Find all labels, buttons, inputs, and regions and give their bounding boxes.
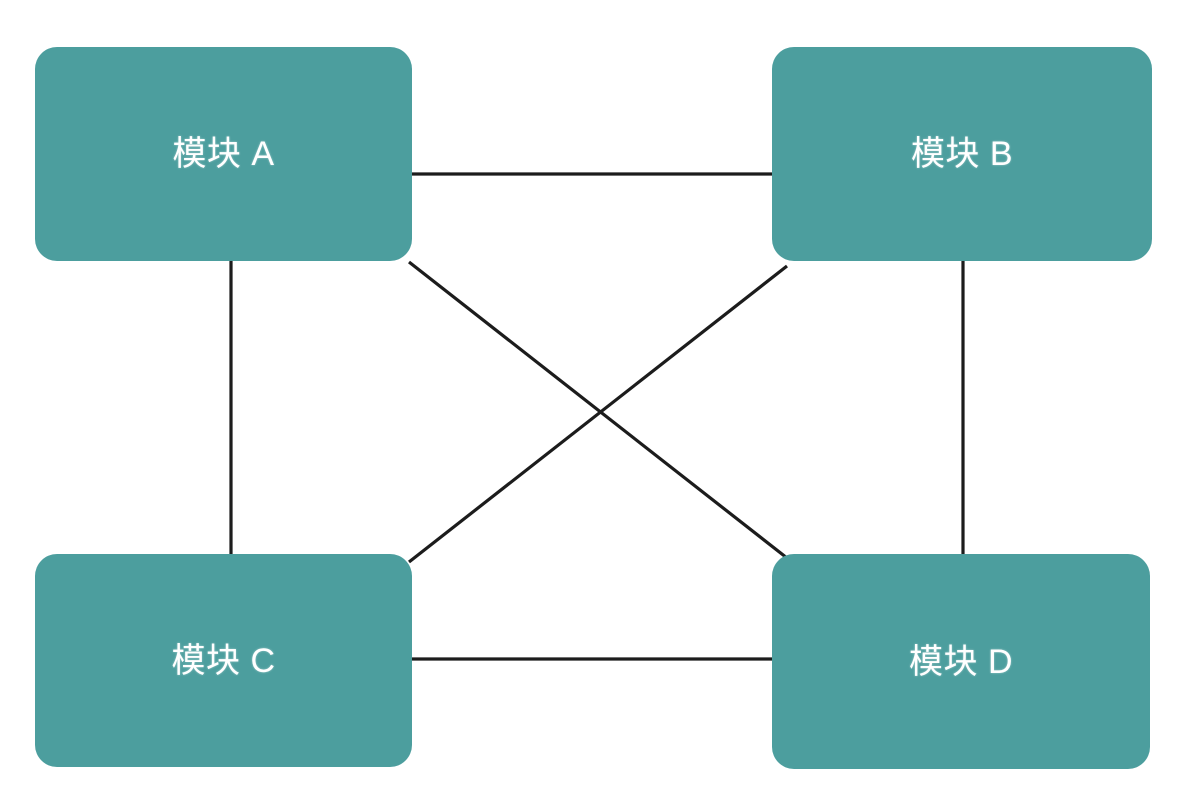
node-module-a[interactable]: 模块 A: [35, 47, 412, 261]
node-module-d[interactable]: 模块 D: [772, 554, 1150, 769]
node-module-d-label: 模块 D: [909, 642, 1013, 681]
node-module-a-label: 模块 A: [172, 135, 275, 173]
node-module-b-label: 模块 B: [910, 135, 1014, 173]
node-module-c[interactable]: 模块 C: [35, 554, 412, 767]
node-module-c-label: 模块 C: [171, 641, 276, 680]
edge-module-a-to-module-d: [408, 260, 788, 560]
node-module-b[interactable]: 模块 B: [772, 47, 1152, 261]
edge-module-b-to-module-c: [408, 264, 788, 564]
